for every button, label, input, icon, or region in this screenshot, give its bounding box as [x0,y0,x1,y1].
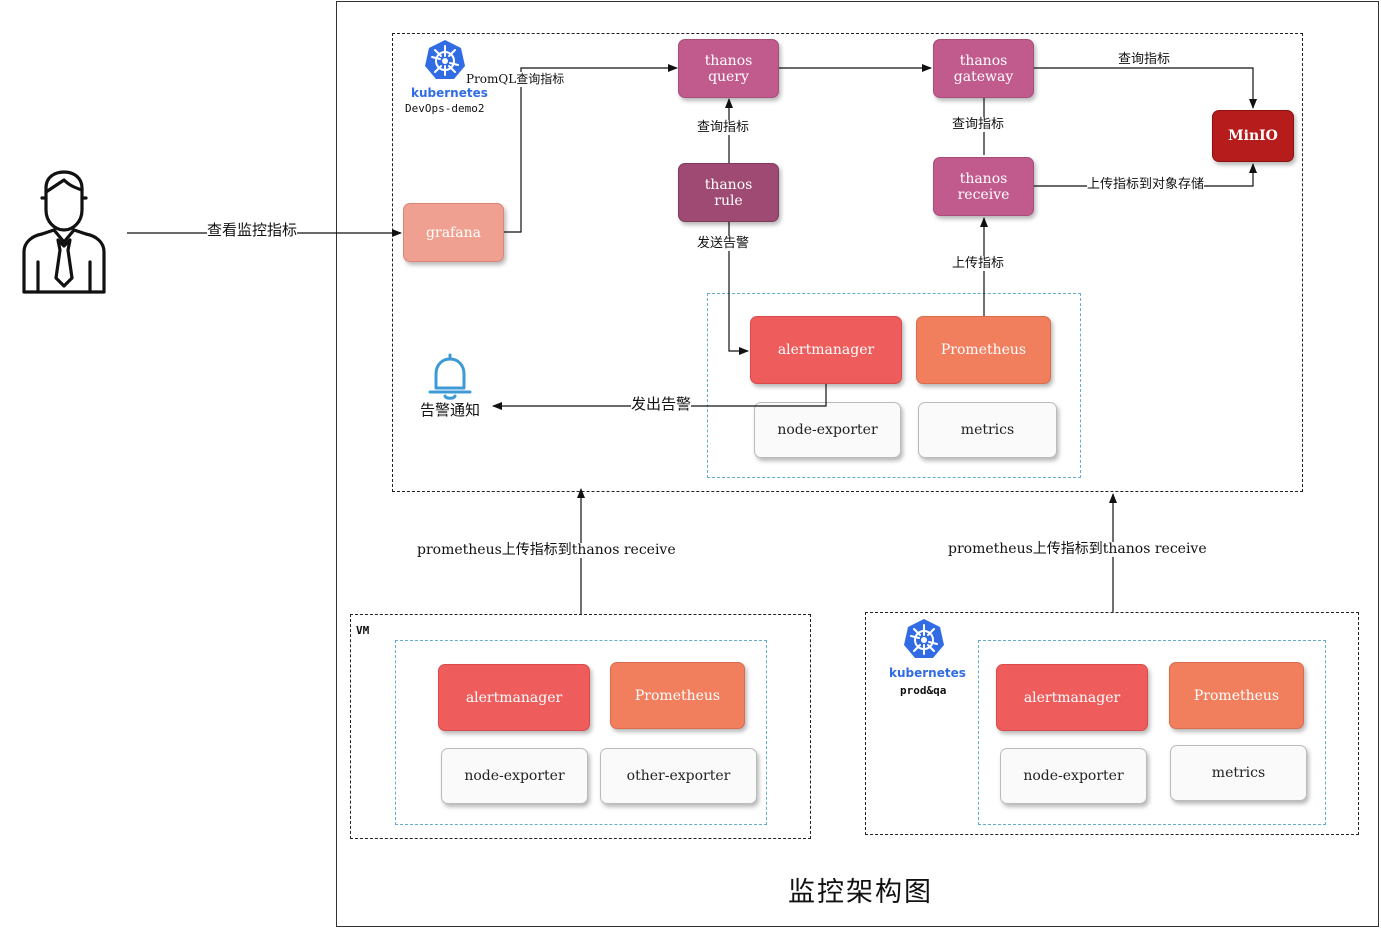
user-icon [22,170,106,294]
thanos-rule-node[interactable]: thanos rule [678,163,779,222]
prod-cluster-name: prod&qa [900,684,947,697]
prod-upload-label: prometheus上传指标到thanos receive [948,541,1207,557]
minio-node[interactable]: MinIO [1212,110,1294,162]
prod-prometheus-group [978,640,1326,825]
vm-prometheus-group [395,640,767,825]
vm-node-exporter-node[interactable]: node-exporter [441,748,588,804]
prod-node-exporter-node[interactable]: node-exporter [1000,748,1147,804]
prod-prometheus-node[interactable]: Prometheus [1169,662,1304,729]
main-cluster-frame [392,33,1303,492]
upload-metric-label: 上传指标 [952,256,1005,271]
gateway-minio-query-label: 查询指标 [1118,52,1171,67]
prod-metrics-node[interactable]: metrics [1170,745,1307,801]
alert-notify-label: 告警通知 [420,401,481,419]
upload-storage-label: 上传指标到对象存储 [1087,177,1205,192]
send-alert-label: 发送告警 [697,236,750,251]
vm-cluster-frame [350,614,811,839]
main-cluster-name: DevOps-demo2 [405,102,485,115]
emit-alert-label: 发出告警 [631,395,692,413]
diagram-border [336,1,1379,927]
bell-icon [428,353,472,400]
vm-alertmanager-node[interactable]: alertmanager [438,664,590,731]
vm-upload-label: prometheus上传指标到thanos receive [417,542,676,558]
kubernetes-icon [904,619,944,658]
thanos-query-node[interactable]: thanos query [678,39,779,98]
prod-cluster-frame [865,612,1359,835]
main-prometheus-node[interactable]: Prometheus [916,316,1051,384]
diagram-title: 监控架构图 [788,877,933,908]
vm-other-exporter-node[interactable]: other-exporter [600,748,757,804]
rule-query-label: 查询指标 [697,120,750,135]
thanos-gateway-node[interactable]: thanos gateway [933,39,1034,98]
kubernetes-icon [425,40,465,79]
vm-prometheus-node[interactable]: Prometheus [610,662,745,729]
thanos-receive-node[interactable]: thanos receive [933,157,1034,216]
promql-label: PromQL查询指标 [466,72,565,87]
kubernetes-logo-text: kubernetes [411,86,488,100]
vm-cluster-label: VM [356,624,370,637]
main-metrics-node[interactable]: metrics [918,402,1057,458]
grafana-node[interactable]: grafana [403,203,504,262]
main-node-exporter-node[interactable]: node-exporter [754,402,901,458]
main-alertmanager-node[interactable]: alertmanager [750,316,902,384]
prod-alertmanager-node[interactable]: alertmanager [996,664,1148,731]
main-prometheus-group [707,293,1081,478]
user-view-metrics-label: 查看监控指标 [207,221,298,239]
kubernetes-logo-text: kubernetes [889,666,966,680]
gateway-receive-query-label: 查询指标 [952,117,1005,132]
